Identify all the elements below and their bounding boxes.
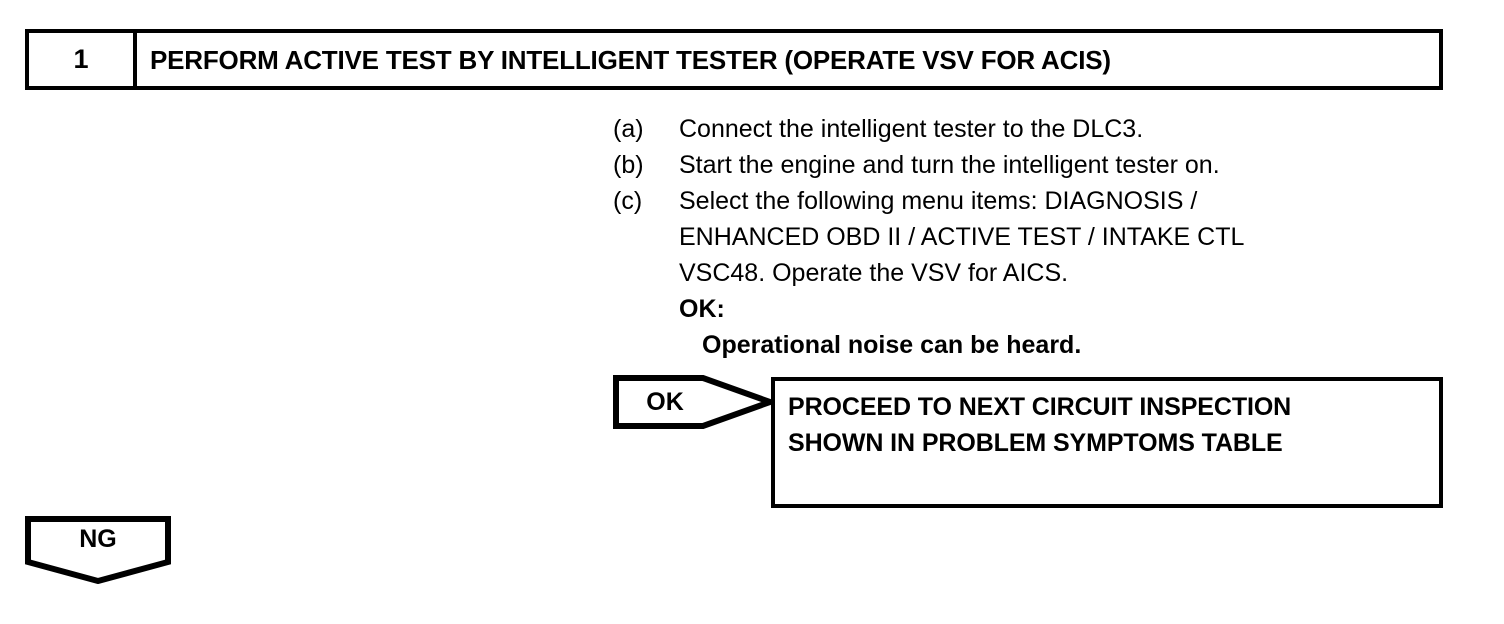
result-box-line-2: SHOWN IN PROBLEM SYMPTOMS TABLE	[788, 429, 1283, 457]
ok-flow-connector: OK	[613, 375, 773, 429]
ok-connector-label: OK	[646, 387, 684, 416]
step-header-bar: 1 PERFORM ACTIVE TEST BY INTELLIGENT TES…	[25, 29, 1443, 90]
list-item-marker: (b)	[613, 151, 644, 179]
list-item-marker: (a)	[613, 115, 644, 143]
list-item-text: Connect the intelligent tester to the DL…	[679, 115, 1144, 143]
step-title-cell: PERFORM ACTIVE TEST BY INTELLIGENT TESTE…	[137, 33, 1439, 86]
list-item-text: Start the engine and turn the intelligen…	[679, 151, 1220, 179]
ok-criteria-text: Operational noise can be heard.	[702, 331, 1082, 359]
list-item-text-line-2: ENHANCED OBD II / ACTIVE TEST / INTAKE C…	[679, 223, 1245, 251]
result-box-line-1: PROCEED TO NEXT CIRCUIT INSPECTION	[788, 393, 1292, 421]
list-item-text-line-3: VSC48. Operate the VSV for AICS.	[679, 259, 1069, 287]
step-title: PERFORM ACTIVE TEST BY INTELLIGENT TESTE…	[150, 44, 1111, 75]
list-item-text-line-1: Select the following menu items: DIAGNOS…	[679, 187, 1198, 215]
ng-badge-label: NG	[79, 524, 117, 553]
procedure-list: (a) Connect the intelligent tester to th…	[613, 111, 1413, 363]
step-number-cell: 1	[29, 33, 137, 86]
chevron-right-icon	[613, 375, 773, 429]
list-item-text: Select the following menu items: DIAGNOS…	[679, 183, 1413, 291]
chevron-down-icon	[25, 516, 171, 584]
list-item-marker: (c)	[613, 187, 643, 215]
step-number: 1	[73, 44, 89, 74]
list-item: (b) Start the engine and turn the intell…	[613, 147, 1413, 183]
ng-flow-badge: NG	[25, 516, 171, 584]
list-item: (c) Select the following menu items: DIA…	[613, 183, 1413, 291]
ok-criteria-label: OK:	[679, 295, 725, 323]
result-box: PROCEED TO NEXT CIRCUIT INSPECTION SHOWN…	[771, 377, 1443, 508]
list-item: (a) Connect the intelligent tester to th…	[613, 111, 1413, 147]
